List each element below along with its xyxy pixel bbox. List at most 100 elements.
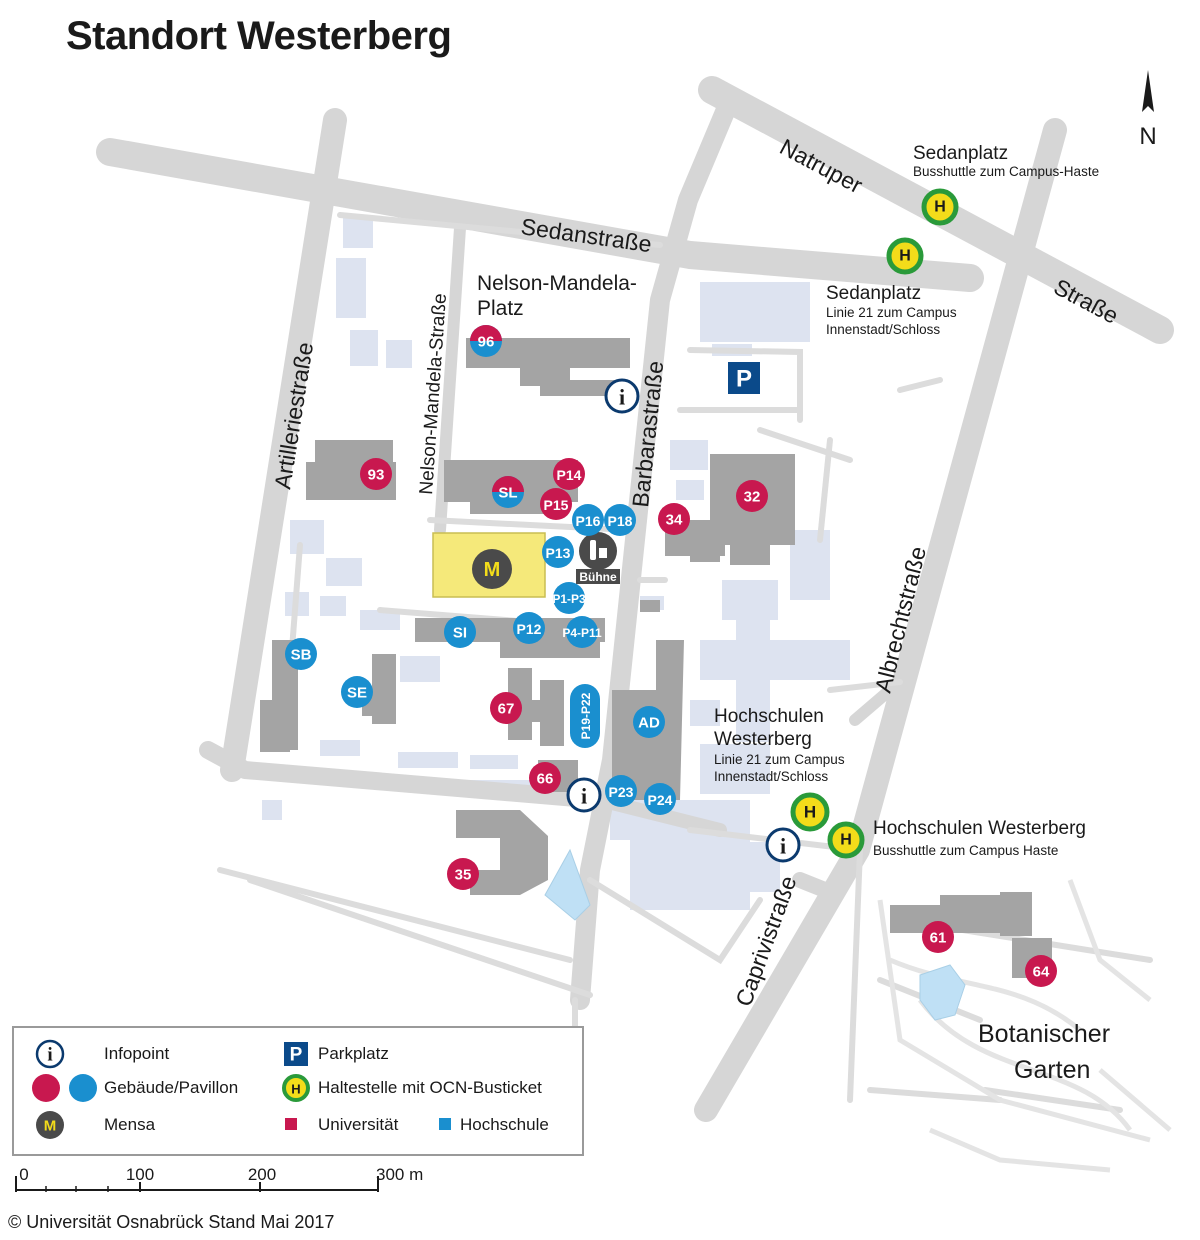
building-marker-ad[interactable]: AD [633,706,665,738]
building-marker-label: P16 [576,513,601,529]
busstop-sedanplatz-linie-line2: Innenstadt/Schloss [826,322,940,337]
svg-text:P: P [290,1045,303,1066]
building-marker-label: P12 [517,621,542,637]
legend-hochschule-label: Hochschule [460,1115,549,1134]
north-arrow-icon [1142,70,1154,112]
building-marker-64[interactable]: 64 [1025,955,1057,987]
scale-tick-200: 200 [248,1165,276,1184]
building-marker-93[interactable]: 93 [360,458,392,490]
building-marker-p4-p11[interactable]: P4-P11 [562,616,602,648]
bus-stop-symbol: H [804,803,816,822]
garden-paths [877,879,1172,1173]
busstop-hochschulen-line1: Linie 21 zum Campus [714,752,845,767]
legend-hochschule-swatch [439,1118,451,1130]
building-marker-label: P4-P11 [562,626,602,640]
building-marker-66[interactable]: 66 [529,762,561,794]
building-marker-label: 34 [666,512,683,529]
building-marker-label: 64 [1033,964,1050,981]
legend-university-dot [32,1074,60,1102]
legend-symbols: i M P H [32,1039,451,1139]
info-icon: i [780,834,786,859]
building-marker-label: 96 [478,334,495,351]
bus-stop-hochschulen-shuttle[interactable]: H [827,821,865,859]
building-marker-p13[interactable]: P13 [542,536,574,568]
bus-stop-sedanplatz-linie[interactable]: H [886,237,924,275]
legend-info-icon [35,1039,65,1069]
building-marker-p18[interactable]: P18 [604,504,636,536]
building-marker-label: P15 [544,497,569,513]
building-marker-label: SB [291,647,312,664]
legend-mensa-label: Mensa [104,1115,156,1134]
building-marker-35[interactable]: 35 [447,858,479,890]
busstop-sedanplatz-linie-line1: Linie 21 zum Campus [826,305,957,320]
legend-gebaeude-label: Gebäude/Pavillon [104,1078,239,1097]
scale-tick-100: 100 [126,1165,154,1184]
busstop-hochschulen-shuttle-name: Hochschulen Westerberg [873,818,1086,839]
bus-stop-symbol: H [899,248,911,265]
bottle-icon [590,540,596,560]
bus-stop-labels: Sedanplatz Busshuttle zum Campus-Haste S… [714,143,1099,858]
building-marker-si[interactable]: SI [444,616,476,648]
building-marker-32[interactable]: 32 [736,480,768,512]
parking-symbol: P [736,366,752,393]
building-marker-61[interactable]: 61 [922,921,954,953]
stage-marker[interactable]: Bühne [576,532,620,584]
building-marker-96[interactable]: 96 [470,325,502,357]
building-marker-67[interactable]: 67 [490,692,522,724]
legend-hochschule-dot [69,1074,97,1102]
busstop-sedanplatz-shuttle-line: Busshuttle zum Campus-Haste [913,164,1099,179]
legend-infopoint-label: Infopoint [104,1044,170,1063]
infopoint-barbarastrasse[interactable]: i [604,378,640,414]
building-marker-sl[interactable]: SL [492,476,524,508]
building-marker-34[interactable]: 34 [658,503,690,535]
building-marker-label: P18 [608,513,633,529]
building-marker-label: 93 [368,467,385,484]
label-nelson-mandela-platz-2: Platz [477,297,524,320]
building-marker-p16[interactable]: P16 [572,504,604,536]
busstop-hochschulen-name2: Westerberg [714,729,812,750]
bus-stop-symbol: H [934,199,946,216]
building-marker-p1-p3[interactable]: P1-P3 [552,582,586,614]
legend-universitaet-label: Universität [318,1115,399,1134]
mensa-marker[interactable]: M [472,549,512,589]
bus-stop-sedanplatz-shuttle[interactable]: H [921,188,959,226]
building-marker-label: 66 [537,771,554,788]
info-icon: i [619,385,625,410]
building-marker-label: P24 [648,792,673,808]
info-icon: i [581,784,587,809]
street-barbarastrasse: Barbarastraße [627,360,668,509]
place-labels: Nelson-Mandela- Platz Botanischer Garten [477,272,1110,1084]
infopoint-ad[interactable]: i [566,777,602,813]
parking-marker[interactable]: P [728,362,760,394]
building-marker-label: AD [638,715,660,732]
building-marker-p23[interactable]: P23 [605,775,637,807]
building-marker-p14[interactable]: P14 [553,458,585,490]
building-marker-p12[interactable]: P12 [513,612,545,644]
building-marker-se[interactable]: SE [341,676,373,708]
scale-bar: 0 100 200 300 m [15,1165,423,1192]
svg-text:H: H [291,1082,300,1097]
building-marker-label: P14 [557,467,582,483]
label-botanischer-garten-2: Garten [1014,1056,1090,1084]
bus-stop-symbol: H [840,832,852,849]
north-label: N [1139,123,1156,150]
building-marker-p19-p22[interactable]: P19-P22 [570,684,600,748]
north-arrow: N [1139,70,1157,150]
infopoint-caprivistrasse[interactable]: i [765,827,801,863]
building-marker-sb[interactable]: SB [285,638,317,670]
bus-stop-hochschulen-linie[interactable]: H [790,792,830,832]
legend-bus-stop-icon [282,1074,310,1102]
building-marker-label: 35 [455,867,472,884]
busstop-sedanplatz-linie-name: Sedanplatz [826,283,921,304]
page-title: Standort Westerberg [66,14,452,58]
busstop-hochschulen-line2: Innenstadt/Schloss [714,769,828,784]
legend-parking-icon [284,1042,308,1066]
copyright: © Universität Osnabrück Stand Mai 2017 [8,1212,335,1232]
building-marker-label: P13 [546,545,571,561]
building-marker-p15[interactable]: P15 [540,488,572,520]
building-marker-p24[interactable]: P24 [644,783,676,815]
mensa-symbol: M [484,559,501,581]
